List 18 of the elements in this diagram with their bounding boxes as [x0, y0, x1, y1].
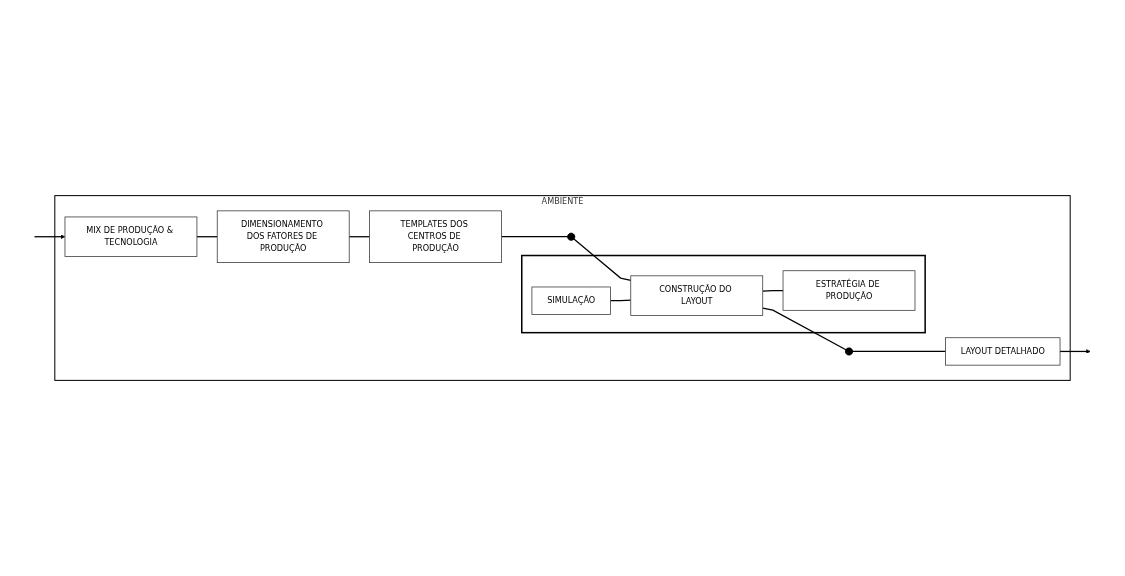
- cluster: [521, 254, 926, 334]
- connector: [1059, 349, 1091, 354]
- node-box: MIX DE PRODUÇÃO & TECNOLOGIA: [64, 216, 198, 257]
- connector: [196, 236, 218, 238]
- connector: [851, 350, 947, 353]
- node-box: CONSTRUÇÃO DO LAYOUT: [630, 275, 764, 316]
- connector: [762, 289, 784, 292]
- connector: [500, 236, 569, 238]
- connector: [573, 238, 632, 282]
- connector: [348, 236, 371, 238]
- node-box: SIMULAÇÃO: [531, 286, 611, 315]
- node-box: LAYOUT DETALHADO: [945, 337, 1061, 366]
- connector: [33, 234, 66, 239]
- node-box: TEMPLATES DOS CENTROS DE PRODUÇÃO: [369, 210, 502, 263]
- node-box: DIMENSIONAMENTO DOS FATORES DE PRODUÇÃO: [216, 210, 350, 263]
- connector: [609, 299, 632, 302]
- node-box: ESTRATÉGIA DE PRODUÇÃO: [782, 270, 916, 311]
- connector: [762, 307, 847, 351]
